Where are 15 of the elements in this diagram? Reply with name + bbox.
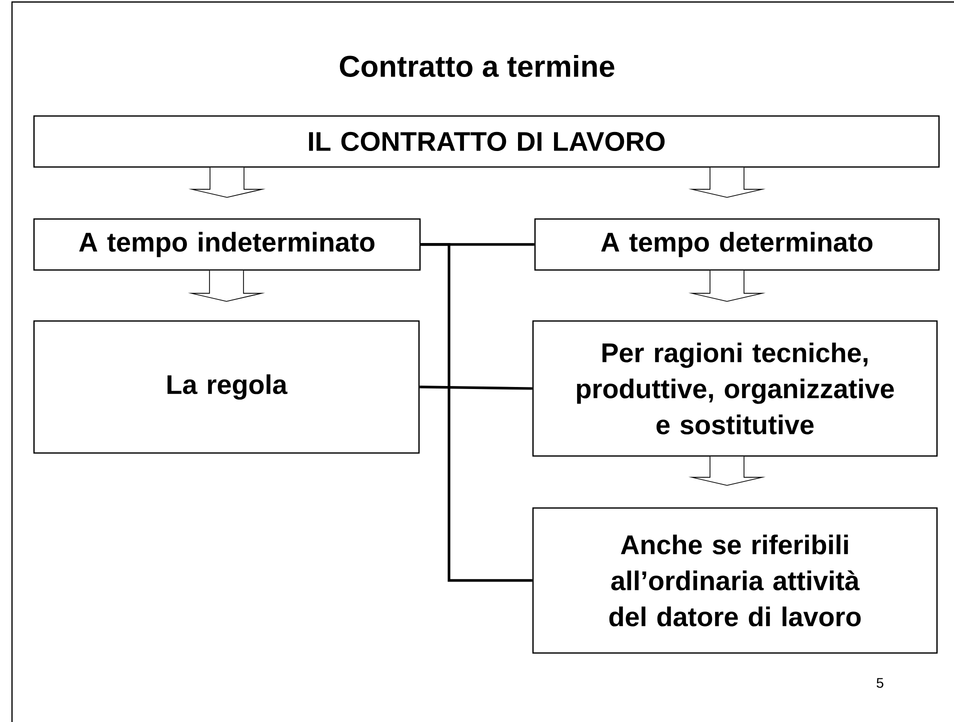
block-arrow xyxy=(688,270,766,302)
text-box: La regola xyxy=(33,320,420,454)
connector-line xyxy=(420,386,532,390)
block-arrow xyxy=(688,167,766,198)
block-arrow xyxy=(188,167,266,198)
text-box: Anche se riferibili all’ordinaria attività del datore di lavoro xyxy=(532,507,938,654)
title: Contratto a termine xyxy=(340,54,614,77)
text-box: A tempo determinato xyxy=(534,218,940,271)
block-arrow xyxy=(688,456,766,486)
block-arrow xyxy=(188,270,266,302)
connector-line xyxy=(420,243,532,582)
text-box: A tempo indeterminato xyxy=(33,218,421,271)
text-box: Per ragioni tecniche, produttive, organizzative e sostitutive xyxy=(532,320,938,457)
text-box: IL CONTRATTO DI LAVORO xyxy=(33,115,940,168)
page-number: 5 xyxy=(876,678,884,688)
